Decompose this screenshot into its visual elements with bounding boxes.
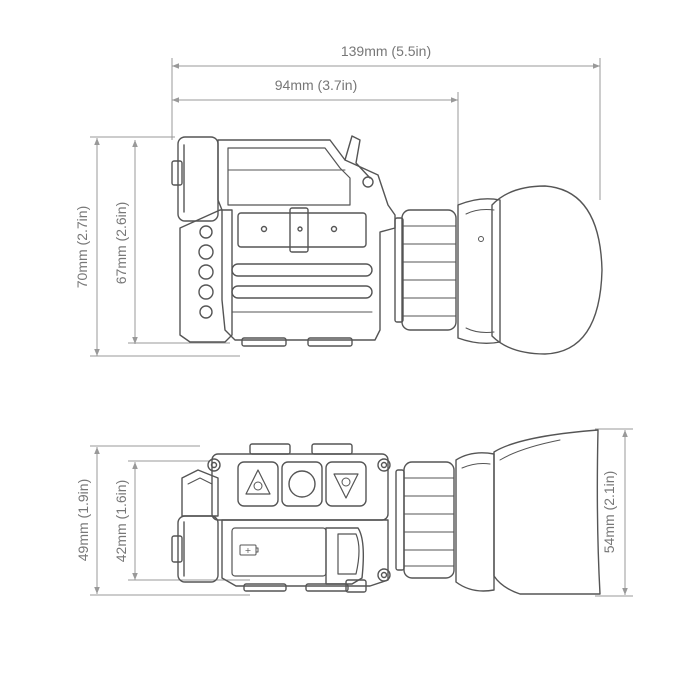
eyecup [491,185,603,355]
side-height-outer-label: 70mm (2.7in) [74,206,90,288]
button-right [325,461,367,507]
mounting-rail [237,212,367,248]
top-width-inner-label: 42mm (1.6in) [113,480,129,562]
grip-holes [198,225,214,319]
dimension-lines [90,58,633,597]
battery-latch [325,527,365,585]
button-center [281,461,323,507]
eyecup-width-label: 54mm (2.1in) [601,471,617,553]
rear-knob-top [171,535,183,563]
eyecup-rim-top [455,452,495,592]
rear-knob [171,160,183,186]
focus-ring-top [403,461,455,579]
switch-lever [344,135,371,179]
eyecup-rim [457,198,501,345]
battery-plus-label: + [245,546,252,555]
top-view: + [171,429,601,595]
top-width-outer-label: 49mm (1.9in) [75,479,91,561]
body-length-label: 94mm (3.7in) [275,77,357,93]
side-view [171,135,603,355]
main-housing [217,139,396,341]
side-height-inner-label: 67mm (2.6in) [113,202,129,284]
button-left [237,461,279,507]
overall-length-label: 139mm (5.5in) [341,43,431,59]
eyecup-top [493,429,601,595]
focus-ring [401,209,457,331]
lower-body [221,519,389,587]
